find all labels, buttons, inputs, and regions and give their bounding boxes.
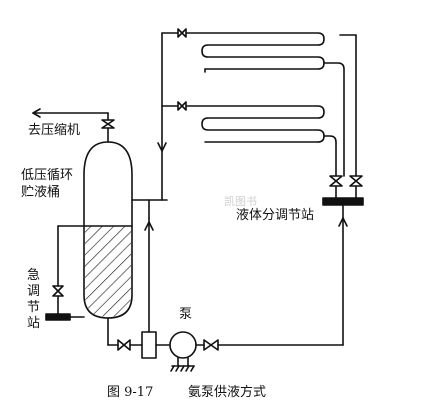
outlet-valve-icon bbox=[101, 119, 115, 129]
tank-label-line1: 低压循环 bbox=[21, 168, 74, 183]
pump-icon bbox=[169, 331, 197, 372]
pump-discharge-line bbox=[217, 217, 348, 346]
watermark: 凯图书 bbox=[224, 195, 257, 208]
low-pressure-receiver-tank bbox=[83, 141, 133, 319]
emergency-adjust-station bbox=[45, 225, 85, 321]
coil-supply-lines bbox=[317, 34, 357, 177]
liquid-distribution-station bbox=[322, 175, 364, 219]
upper-coil-valve-icon bbox=[177, 28, 187, 38]
lower-coil-valve-icon bbox=[177, 101, 187, 111]
figure-title: 氨泵供液方式 bbox=[188, 385, 267, 400]
vapor-outlet-line bbox=[32, 108, 109, 143]
tank-liquid-hatch bbox=[85, 226, 131, 317]
return-line bbox=[131, 32, 179, 201]
pump-discharge-valve-icon bbox=[203, 339, 219, 351]
strainer bbox=[141, 199, 157, 359]
evaporator-coil-lower bbox=[185, 105, 325, 143]
to-compressor-label: 去压缩机 bbox=[28, 123, 81, 138]
figure-number: 图 9-17 bbox=[107, 385, 154, 400]
pump-label: 泵 bbox=[179, 307, 193, 322]
tank-label-line2: 贮液桶 bbox=[21, 185, 61, 200]
emergency-station-label: 急调节站 bbox=[27, 268, 41, 331]
tank-to-pump-line bbox=[107, 317, 205, 346]
distribution-station-label: 液体分调节站 bbox=[236, 208, 315, 223]
evaporator-coil-upper bbox=[185, 32, 325, 73]
tank-outlet-valve-icon bbox=[117, 339, 131, 351]
